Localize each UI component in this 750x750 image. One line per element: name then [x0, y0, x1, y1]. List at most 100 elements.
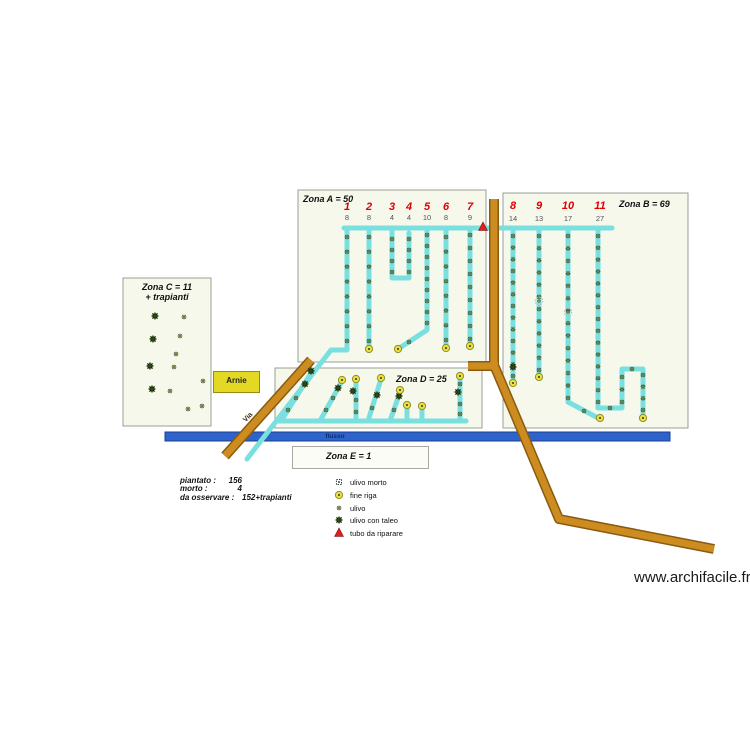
row-plant-count: 10: [422, 213, 432, 222]
ulivo-icon: [443, 308, 449, 313]
ulivo-icon: [595, 364, 601, 369]
ulivo-icon: [443, 234, 449, 240]
ulivo-con-taleo-icon: [335, 516, 343, 524]
ulivo-icon: [406, 236, 412, 242]
ulivo-icon: [344, 323, 350, 329]
ulivo-icon: [366, 294, 372, 299]
ulivo-con-taleo-icon: [454, 388, 462, 396]
ulivo-icon: [640, 372, 646, 378]
ulivo-morto-icon: [335, 478, 343, 486]
stat-label: da osservare :: [180, 492, 235, 502]
ulivo-con-taleo-icon: [307, 367, 315, 375]
ulivo-icon: [595, 257, 601, 263]
ulivo-icon: [167, 388, 173, 394]
ulivo-con-taleo-icon: [373, 391, 381, 399]
legend-label: fine riga: [350, 490, 377, 500]
ulivo-icon: [424, 243, 430, 249]
ulivo-icon: [595, 245, 601, 251]
zona-a-title: Zona A = 50: [303, 194, 354, 204]
ulivo-icon: [366, 279, 372, 284]
row-plant-count: 4: [406, 213, 412, 222]
ulivo-icon: [510, 268, 516, 274]
ulivo-icon: [443, 264, 449, 269]
ulivo-icon: [366, 249, 372, 255]
ulivo-icon: [353, 397, 359, 403]
fine-riga-icon: [351, 374, 361, 384]
ulivo-icon: [457, 401, 463, 407]
ulivo-icon: [443, 322, 449, 328]
ulivo-icon: [344, 264, 350, 270]
ulivo-icon: [199, 403, 205, 409]
ulivo-icon: [389, 236, 395, 242]
zona-e-box: Zona E = 1: [292, 446, 429, 469]
ulivo-icon: [565, 345, 571, 351]
ulivo-icon: [389, 247, 395, 253]
ulivo-icon: [619, 374, 625, 380]
ulivo-icon: [457, 381, 463, 387]
ulivo-icon: [467, 232, 473, 238]
ulivo-icon: [424, 287, 430, 293]
fine-riga-icon: [417, 401, 427, 411]
row-number: 6: [442, 201, 450, 213]
ulivo-icon: [510, 280, 516, 286]
ulivo-icon: [536, 318, 542, 324]
ulivo-icon: [565, 383, 571, 388]
ulivo-icon: [565, 270, 571, 276]
ulivo-icon: [389, 269, 395, 275]
ulivo-icon: [510, 256, 516, 262]
fine-riga-icon: [638, 413, 648, 423]
main-pipe: [490, 363, 715, 553]
ulivo-icon: [595, 340, 601, 346]
ulivo-icon: [285, 407, 291, 413]
zona-e-label: Zona E = 1: [326, 451, 372, 461]
ulivo-icon: [595, 352, 601, 357]
irrigation-pipe: [395, 225, 430, 352]
ulivo-con-taleo-icon: [146, 362, 154, 370]
ulivo-icon: [536, 306, 542, 312]
ulivo-icon: [565, 370, 571, 376]
ulivo-icon: [424, 254, 430, 260]
ulivo-icon: [595, 399, 601, 405]
ulivo-icon: [536, 355, 542, 361]
ulivo-icon: [185, 406, 191, 412]
arnie-box: Arnie: [213, 371, 260, 393]
zona-d-title: Zona D = 25: [396, 374, 447, 384]
ulivo-icon: [510, 350, 516, 356]
zona-b-title: Zona B = 69: [619, 199, 670, 209]
row-plant-count: 27: [595, 214, 605, 223]
ulivo-icon: [640, 395, 646, 401]
ulivo-icon: [181, 314, 187, 320]
ulivo-icon: [565, 358, 571, 364]
ulivo-icon: [366, 338, 372, 344]
fine-riga-icon: [534, 372, 544, 382]
ulivo-icon: [595, 387, 601, 393]
ulivo-icon: [536, 270, 542, 275]
fine-riga-icon: [595, 413, 605, 423]
ulivo-icon: [391, 407, 397, 413]
brown-pipes: [221, 199, 715, 554]
legend-label: ulivo morto: [350, 478, 387, 487]
ulivo-icon: [536, 294, 542, 300]
ulivo-icon: [467, 297, 473, 303]
ulivo-icon: [177, 333, 183, 339]
ulivo-icon: [565, 320, 571, 326]
ulivo-icon: [536, 343, 542, 349]
ulivo-con-taleo-icon: [151, 312, 159, 320]
ulivo-icon: [366, 234, 372, 240]
row-plant-count: 14: [508, 214, 518, 223]
legend-label: tubo da riparare: [350, 529, 403, 539]
flusso-bar: [164, 431, 671, 442]
ulivo-icon: [424, 276, 430, 282]
row-plant-count: 8: [443, 213, 449, 222]
ulivo-icon: [536, 282, 542, 288]
ulivo-icon: [510, 233, 516, 239]
irrigation-pipe: [278, 367, 316, 424]
ulivo-icon: [595, 304, 601, 310]
ulivo-icon: [424, 265, 430, 271]
ulivo-icon: [565, 395, 571, 401]
row-number: 11: [594, 200, 606, 212]
ulivo-icon: [406, 258, 412, 264]
row-number: 10: [561, 200, 575, 212]
ulivo-icon: [595, 269, 601, 274]
ulivo-icon: [536, 331, 542, 336]
